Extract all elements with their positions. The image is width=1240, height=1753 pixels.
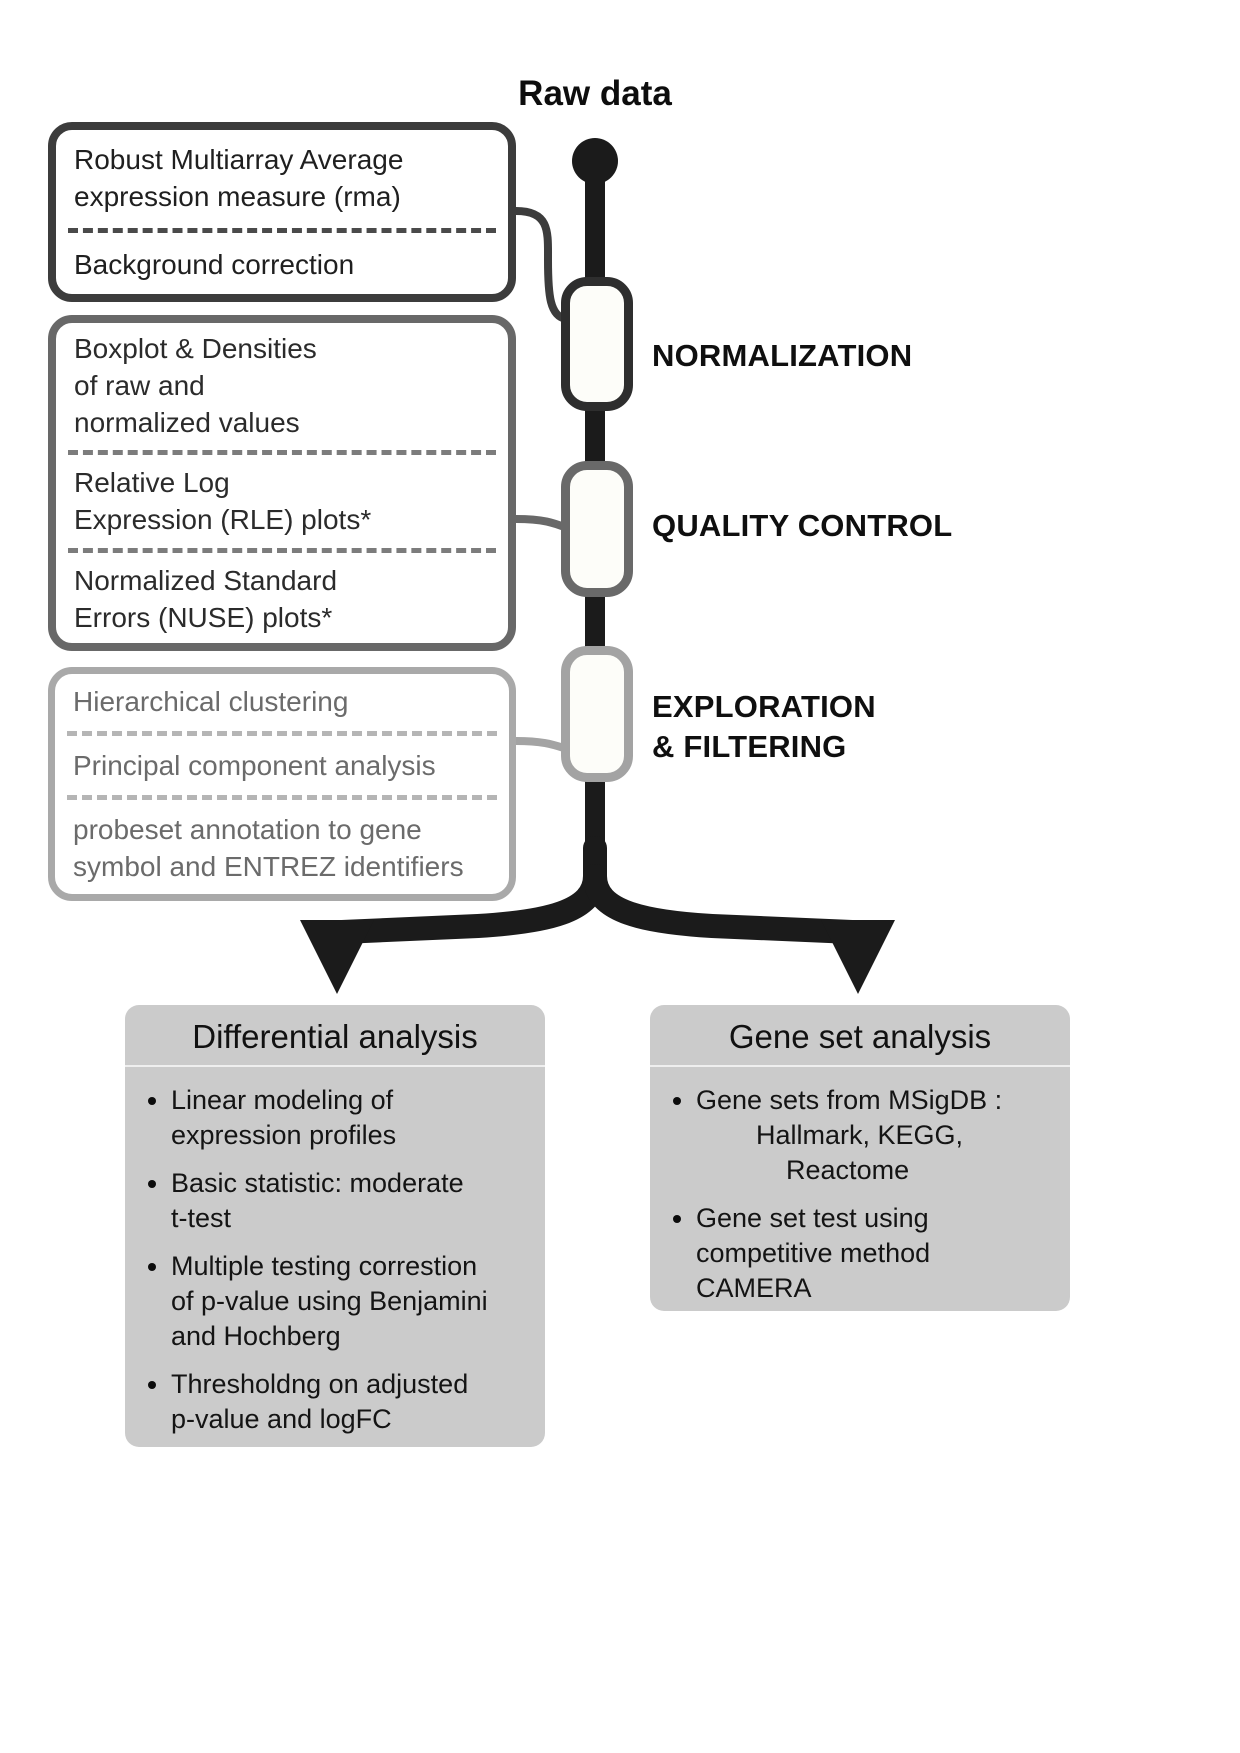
step-item: Background correction: [74, 249, 355, 280]
branch-card-differential-analysis: Differential analysis Linear modeling of…: [125, 1005, 545, 1447]
branch-arrowhead-left: [300, 920, 374, 994]
branch-arrowhead-right: [821, 920, 895, 994]
dashed-divider: [67, 795, 497, 800]
step-item: probeset annotation to gene symbol and E…: [73, 814, 464, 882]
step-item: Robust Multiarray Average expression mea…: [74, 144, 404, 212]
bullet-item: Thresholdng on adjusted p-value and logF…: [171, 1367, 537, 1437]
step-item: Normalized Standard Errors (NUSE) plots*: [74, 564, 338, 633]
raw-data-label: Raw data: [518, 74, 672, 113]
step-item: Relative Log Expression (RLE) plots*: [74, 467, 372, 536]
step-item: Hierarchical clustering: [73, 686, 349, 717]
step-box-exploration-filtering: Hierarchical clustering Principal compon…: [48, 667, 516, 901]
step-box-quality-control: Boxplot & Densities of raw and normalize…: [48, 315, 516, 651]
dashed-divider: [68, 450, 496, 456]
branch-title: Differential analysis: [125, 1005, 545, 1067]
stage-label-normalization: NORMALIZATION: [652, 338, 913, 373]
step-box-normalization: Robust Multiarray Average expression mea…: [48, 122, 516, 302]
dashed-divider: [68, 547, 496, 553]
branch-bullet-list: Gene sets from MSigDB : Hallmark, KEGG, …: [650, 1083, 1070, 1306]
stage-label-exploration-filtering: EXPLORATION & FILTERING: [652, 689, 876, 764]
dashed-divider: [68, 228, 496, 233]
connector-exploration: [515, 737, 569, 753]
bullet-item: Multiple testing correstion of p-value u…: [171, 1249, 537, 1354]
bullet-item: Linear modeling of expression profiles: [171, 1083, 537, 1153]
bullet-item: Gene sets from MSigDB : Hallmark, KEGG, …: [696, 1083, 1062, 1188]
branch-card-gene-set-analysis: Gene set analysis Gene sets from MSigDB …: [650, 1005, 1070, 1311]
step-item: Boxplot & Densities of raw and normalize…: [74, 333, 317, 439]
bullet-item: Gene set test using competitive method C…: [696, 1201, 1062, 1306]
bullet-item: Basic statistic: moderate t-test: [171, 1166, 537, 1236]
flow-node-quality-control: [561, 461, 633, 597]
branch-title: Gene set analysis: [650, 1005, 1070, 1067]
step-item: Principal component analysis: [73, 750, 436, 781]
flow-node-normalization: [561, 277, 633, 411]
flow-node-exploration-filtering: [561, 646, 633, 782]
connector-normalization: [515, 207, 568, 323]
branch-bullet-list: Linear modeling of expression profiles B…: [125, 1083, 545, 1437]
dashed-divider: [67, 731, 497, 736]
stage-label-quality-control: QUALITY CONTROL: [652, 508, 953, 543]
connector-quality-control: [515, 515, 569, 532]
branch-arm-right: [583, 864, 864, 944]
